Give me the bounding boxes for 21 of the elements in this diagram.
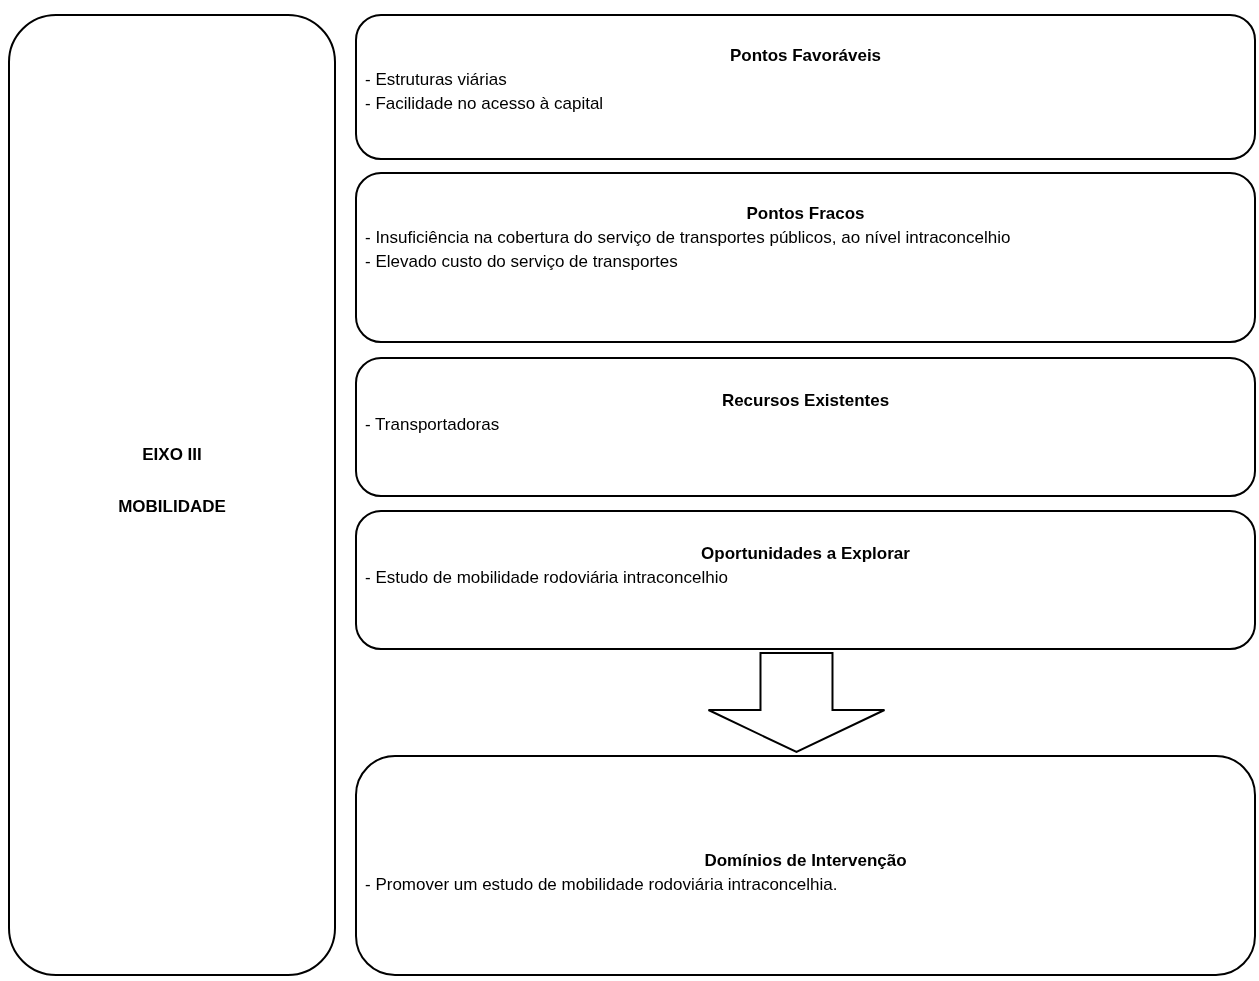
section-heading: Pontos Favoráveis: [728, 45, 883, 67]
section-heading: Oportunidades a Explorar: [700, 543, 911, 565]
section-heading: Recursos Existentes: [720, 390, 891, 412]
block-arrow: [707, 652, 886, 754]
bullet-text: - Estudo de mobilidade rodoviária intraconcelhio: [364, 567, 729, 589]
bullet-text: - Elevado custo do serviço de transportes: [364, 251, 679, 273]
bullet-text: - Insuficiência na cobertura do serviço de transportes públicos, ao nível intraconcelhio: [364, 227, 1012, 249]
section-box: [355, 510, 1256, 650]
section-box: [355, 755, 1256, 976]
axis-box: [8, 14, 336, 976]
section-heading: Domínios de Intervenção: [703, 850, 908, 872]
bullet-text: - Promover um estudo de mobilidade rodoviária intraconcelhia.: [364, 874, 839, 896]
axis-title: EIXO III: [141, 444, 203, 466]
bullet-text: - Facilidade no acesso à capital: [364, 93, 605, 115]
section-box: [355, 14, 1256, 160]
axis-title: MOBILIDADE: [117, 496, 227, 518]
bullet-text: - Estruturas viárias: [364, 69, 508, 91]
section-heading: Pontos Fracos: [745, 203, 866, 225]
section-box: [355, 172, 1256, 343]
section-box: [355, 357, 1256, 497]
bullet-text: - Transportadoras: [364, 414, 501, 436]
